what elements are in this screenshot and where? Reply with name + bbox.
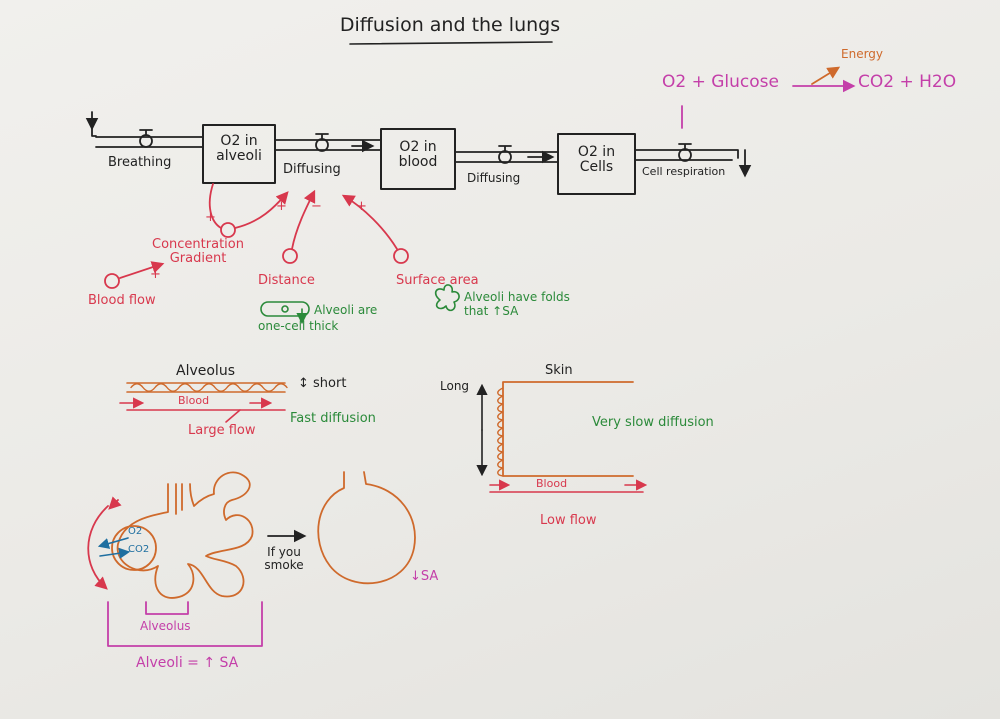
small-alveolus	[111, 525, 157, 571]
alveoli-bracket	[107, 601, 263, 647]
alveolus-wall	[126, 382, 288, 393]
sign-plus-alveoli: +	[205, 210, 216, 225]
capillary-curve	[87, 505, 109, 590]
energy-label: Energy	[841, 47, 884, 61]
box-o2-blood	[380, 128, 456, 190]
valve-breathing	[139, 129, 153, 148]
alveolus-heading: Alveolus	[176, 363, 235, 379]
alveoli-cluster	[116, 471, 254, 599]
sign-plus-blood-flow: +	[150, 267, 161, 282]
sign-plus-surface: +	[356, 199, 367, 214]
label-distance: Distance	[258, 273, 315, 288]
pathway-pipe	[85, 111, 752, 178]
alveolus-large-flow: Large flow	[188, 423, 256, 438]
valve-diffusing-2	[498, 145, 512, 164]
capillary-curve-2	[108, 496, 122, 510]
conc-gradient-node	[220, 222, 236, 238]
one-cell-icon	[260, 301, 310, 325]
skin-slow-diffusion: Very slow diffusion	[592, 415, 714, 430]
box-label-cells: O2 in Cells	[577, 144, 616, 175]
box-label-alveoli: O2 in alveoli	[216, 133, 262, 164]
label-surface-area-note: Alveoli have folds that ↑SA	[464, 290, 570, 319]
page-title: Diffusion and the lungs	[339, 14, 561, 36]
alveolus-bracket-label: Alveolus	[140, 619, 191, 633]
title-underline	[349, 41, 553, 45]
reduced-sa-label: ↓SA	[410, 569, 439, 584]
label-concentration-gradient: Concentration Gradient	[152, 237, 244, 266]
alveolus-fast-diffusion: Fast diffusion	[290, 411, 376, 426]
co2-label: CO2	[128, 544, 150, 555]
conc-to-diffusing-arrow	[234, 191, 289, 229]
if-you-smoke-label: If you smoke	[264, 545, 304, 572]
skin-heading: Skin	[545, 363, 573, 378]
co2-arrow	[99, 547, 131, 559]
sign-plus-conc: +	[276, 199, 287, 214]
box-label-blood: O2 in blood	[398, 139, 438, 170]
alveolus-bracket	[145, 601, 189, 615]
valve-label-cell-respiration: Cell respiration	[642, 165, 726, 178]
valve-cell-respiration	[678, 143, 692, 162]
o2-label: O2	[128, 526, 143, 537]
valve-diffusing-1	[315, 133, 329, 152]
skin-blood-label: Blood	[536, 477, 568, 490]
box-o2-cells	[557, 133, 636, 195]
surface-area-node	[393, 248, 409, 264]
o2-arrow	[97, 537, 129, 549]
folded-alveoli-icon	[434, 284, 460, 312]
box-o2-alveoli	[202, 124, 276, 184]
surface-area-arrow	[341, 194, 398, 250]
sign-minus-distance: −	[311, 199, 322, 214]
distance-node	[282, 248, 298, 264]
equation-left: O2 + Glucose	[662, 72, 779, 92]
equation-right: CO2 + H2O	[858, 72, 957, 92]
valve-label-diffusing-1: Diffusing	[283, 162, 341, 177]
large-alveolus	[317, 471, 416, 585]
label-surface-area: Surface area	[396, 273, 479, 288]
energy-arrow	[811, 66, 841, 85]
alveoli-sa-label: Alveoli = ↑ SA	[136, 655, 239, 671]
blood-flow-arrow	[119, 261, 165, 279]
skin-outline	[502, 381, 634, 477]
alveolus-blood-label: Blood	[178, 394, 210, 407]
skin-long-label: Long	[440, 379, 470, 393]
large-flow-pointer	[225, 409, 241, 423]
label-distance-note: Alveoli are one-cell thick	[258, 303, 378, 334]
skin-low-flow: Low flow	[540, 513, 597, 528]
label-blood-flow: Blood flow	[88, 293, 156, 308]
distance-arrow	[291, 189, 316, 250]
skin-coil	[497, 387, 504, 477]
valve-label-breathing: Breathing	[108, 155, 172, 170]
blood-flow-node	[104, 273, 120, 289]
valve-label-diffusing-2: Diffusing	[467, 171, 521, 185]
alveolus-short-label: ↕ short	[298, 376, 347, 391]
alveoli-to-conc-arrow	[208, 183, 222, 229]
